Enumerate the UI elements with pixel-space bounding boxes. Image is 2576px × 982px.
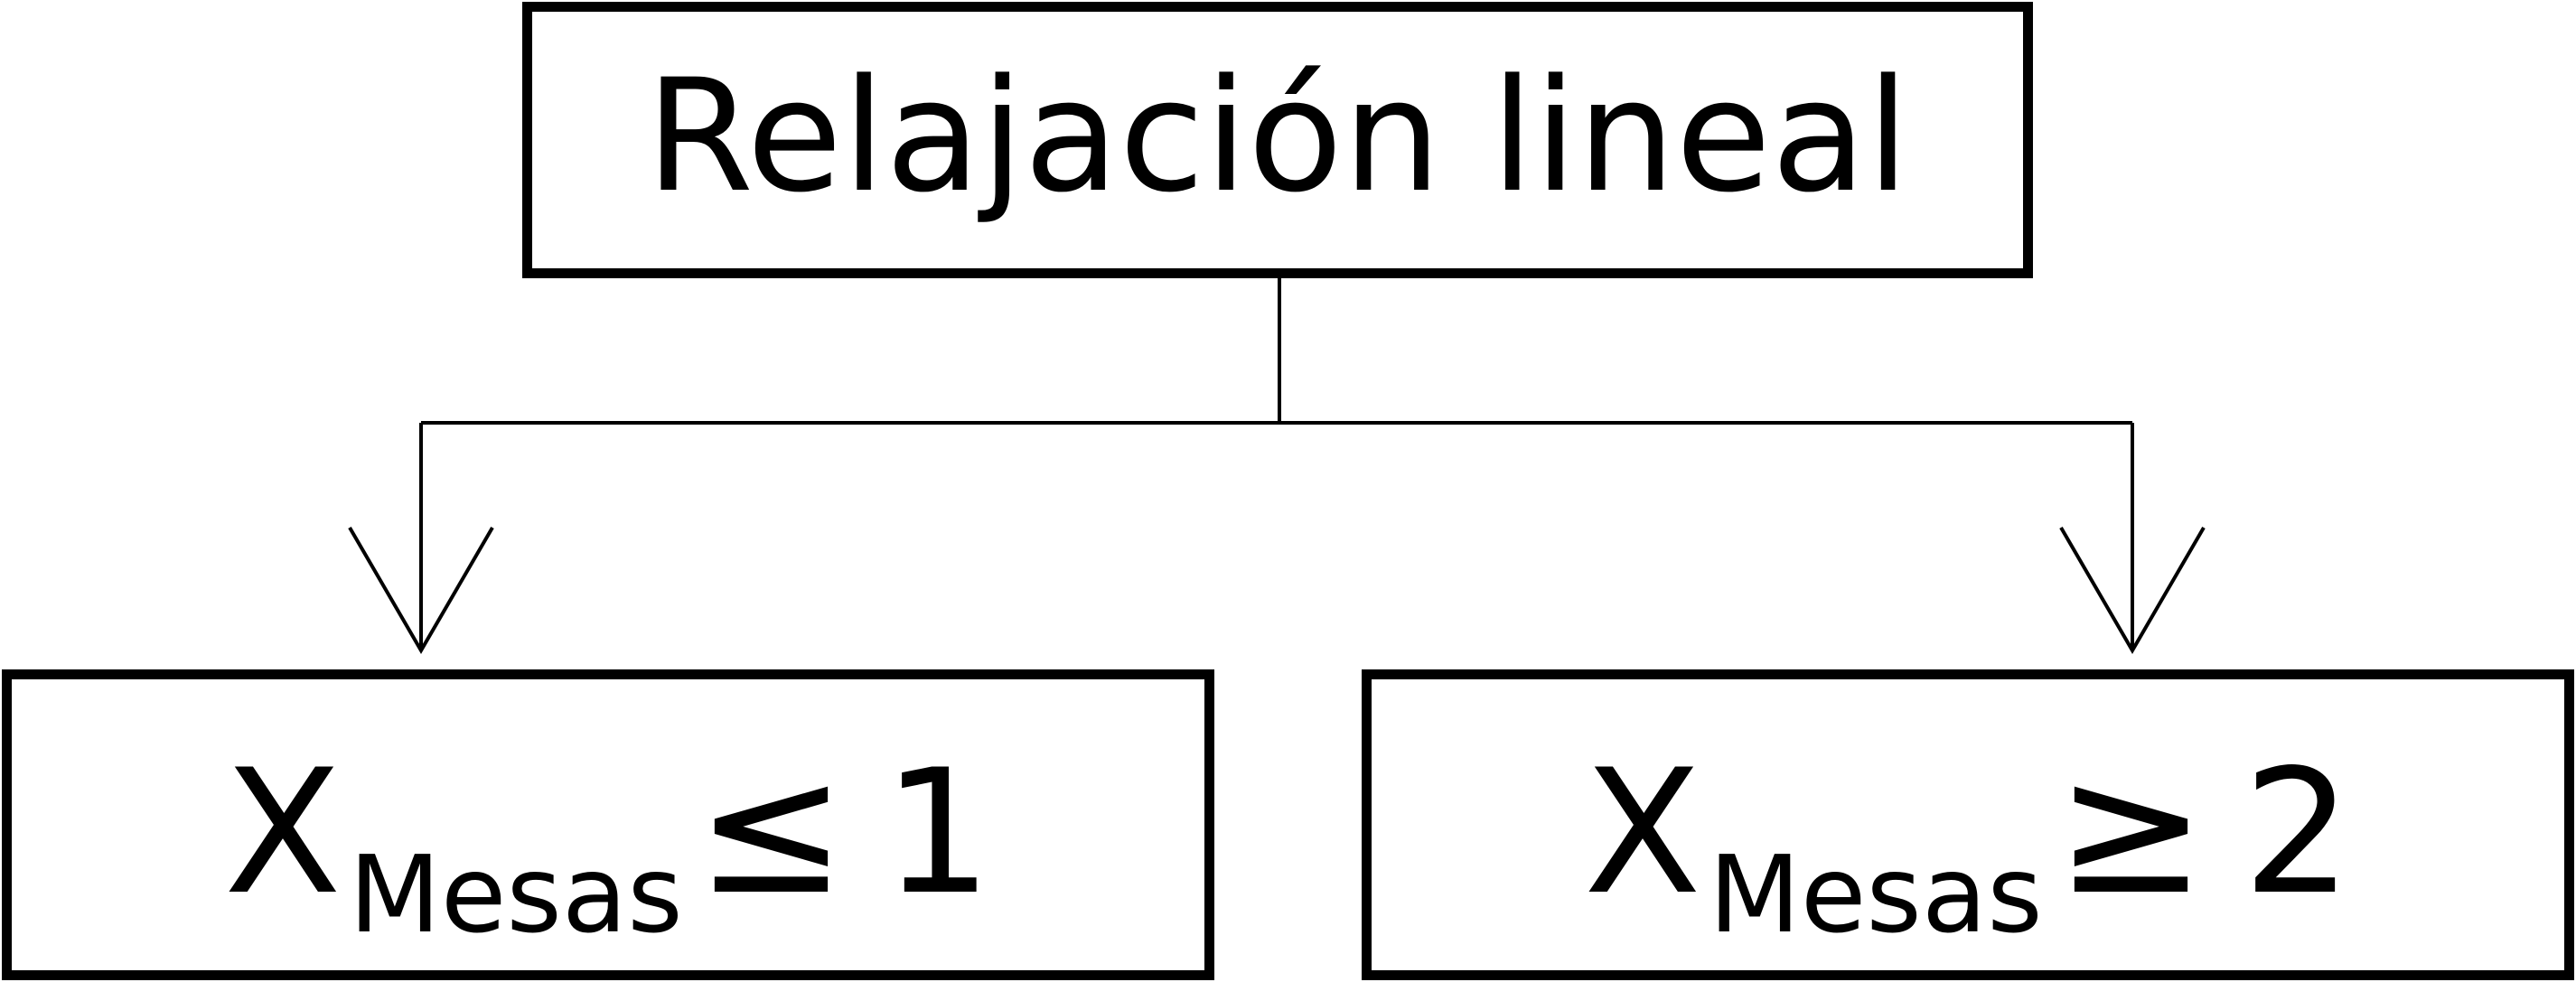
- root-node-label: Relajación lineal: [645, 45, 1910, 227]
- right-branch-value: 2: [2243, 733, 2353, 932]
- right-branch-variable: X: [1583, 733, 1702, 932]
- left-arrowhead-icon: [348, 526, 494, 654]
- right-arrowhead-icon: [2059, 526, 2206, 654]
- left-branch-value: 1: [883, 733, 993, 932]
- branch-node-left: X Mesas ≤ 1: [2, 669, 1214, 980]
- left-branch-subscript: Mesas: [349, 832, 683, 957]
- root-node-linear-relaxation: Relajación lineal: [522, 2, 2033, 278]
- left-branch-variable: X: [223, 733, 342, 932]
- right-branch-constraint: X Mesas ≥ 2: [1583, 725, 2353, 949]
- left-branch-operator: ≤: [695, 725, 848, 935]
- branch-node-right: X Mesas ≥ 2: [1362, 669, 2574, 980]
- right-branch-subscript: Mesas: [1709, 832, 2043, 957]
- right-branch-operator: ≥: [2055, 725, 2207, 935]
- left-branch-constraint: X Mesas ≤ 1: [223, 725, 993, 949]
